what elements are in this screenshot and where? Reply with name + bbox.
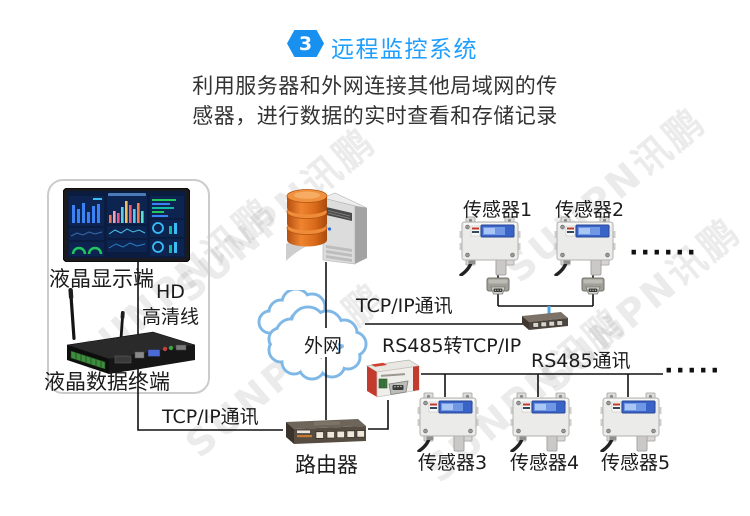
subtitle: 利用服务器和外网连接其他局域网的传 感器，进行数据的实时查看和存储记录 xyxy=(0,71,750,131)
sensor-1-icon xyxy=(458,214,522,276)
sensor-1-label: 传感器1 xyxy=(463,199,533,221)
database-server-icon xyxy=(286,189,368,265)
sensor-2-label: 传感器2 xyxy=(555,199,625,221)
subtitle-line-1: 利用服务器和外网连接其他局域网的传 xyxy=(192,74,558,98)
serial-converter-1-icon xyxy=(485,275,511,297)
router-label: 路由器 xyxy=(295,453,358,477)
tcpip-top-label: TCP/IP通讯 xyxy=(356,295,453,317)
cloud-label: 外网 xyxy=(304,335,343,357)
sensor-4-icon xyxy=(509,390,573,452)
lcd-monitor-icon xyxy=(63,188,190,262)
section-number-badge: 3 xyxy=(287,30,324,57)
monitor-label: 液晶显示端 xyxy=(49,267,154,291)
subtitle-line-2: 感器，进行数据的实时查看和存储记录 xyxy=(192,104,558,128)
wire-converter-to-router xyxy=(368,400,389,430)
data-terminal-icon xyxy=(66,288,196,374)
mini-switch-icon xyxy=(522,312,568,330)
terminal-label: 液晶数据终端 xyxy=(44,370,170,394)
page-title: 远程监控系统 xyxy=(331,37,478,63)
rs485-to-tcpip-label: RS485转TCP/IP xyxy=(382,335,522,357)
sensor-4-label: 传感器4 xyxy=(510,452,580,474)
hd-label-line2: 高清线 xyxy=(142,306,200,328)
sensor-3-label: 传感器3 xyxy=(418,452,488,474)
rs485-bus-label: RS485通讯 xyxy=(531,350,631,372)
wire-terminal-to-router xyxy=(137,262,283,431)
ellipsis-bottom: ····· xyxy=(664,356,722,385)
rs485-converter-icon xyxy=(365,359,421,398)
display-group-frame xyxy=(47,179,210,394)
sensor-5-label: 传感器5 xyxy=(601,452,671,474)
ellipsis-top: ······ xyxy=(629,238,698,267)
hd-label-line1: HD xyxy=(156,281,185,303)
serial-converter-2-icon xyxy=(580,275,606,297)
router-icon xyxy=(286,419,366,444)
sensor-3-icon xyxy=(416,390,480,452)
sensor-2-icon xyxy=(553,214,617,276)
tcpip-bottom-label: TCP/IP通讯 xyxy=(162,406,259,428)
sensor-5-icon xyxy=(599,390,663,452)
